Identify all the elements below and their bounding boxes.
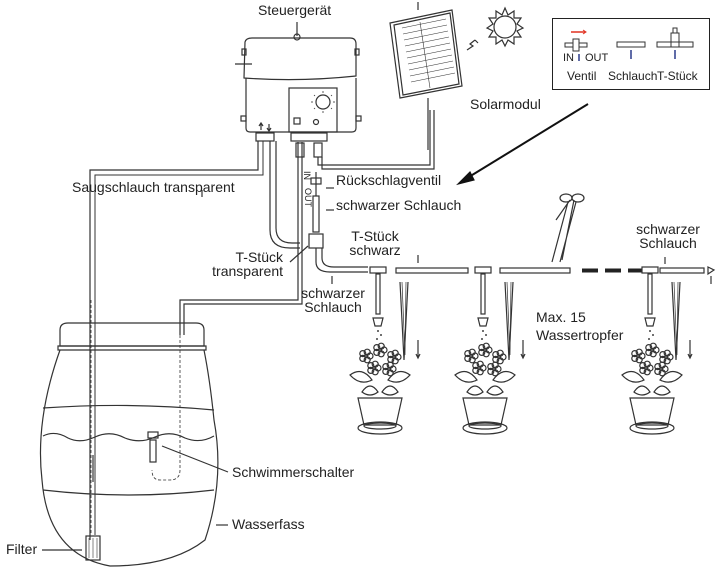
legend-t-piece: T-Stück xyxy=(657,69,698,83)
label-solar-panel: Solarmodul xyxy=(470,96,541,112)
main-hose-line xyxy=(395,266,716,284)
potted-plant xyxy=(454,342,516,435)
label-t-piece-black-2: schwarz xyxy=(349,242,401,258)
legend-box: IN OUT Ventil Schlauch T-Stück xyxy=(552,18,710,90)
label-black-hose-top: schwarzer Schlauch xyxy=(336,197,462,213)
label-black-hose-left-1: schwarzer xyxy=(301,285,365,301)
label-black-hose-left-2: Schlauch xyxy=(304,299,362,315)
solar-panel xyxy=(389,2,463,150)
label-filter: Filter xyxy=(6,541,38,557)
check-valve-assembly xyxy=(289,172,368,273)
label-t-piece-transparent-1: T-Stück xyxy=(235,249,283,265)
label-black-hose-right-2: Schlauch xyxy=(639,235,697,251)
scissors-icon xyxy=(551,193,585,263)
controller-unit xyxy=(235,22,362,142)
drip-stations xyxy=(369,266,693,361)
valve-icon xyxy=(564,38,588,52)
drip-station xyxy=(474,266,526,361)
label-float-switch: Schwimmerschalter xyxy=(232,464,355,480)
label-barrel: Wasserfass xyxy=(232,516,305,532)
drip-station xyxy=(369,266,421,361)
drip-station xyxy=(641,266,693,361)
plants xyxy=(349,342,683,435)
label-t-piece-transparent-2: transparent xyxy=(212,263,283,279)
label-valve-out: OUT xyxy=(303,188,313,207)
sun-icon xyxy=(466,6,525,51)
legend-in: IN xyxy=(563,52,574,64)
label-t-piece-black-1: T-Stück xyxy=(351,228,399,244)
legend-out: OUT xyxy=(585,52,609,64)
potted-plant xyxy=(621,342,683,435)
potted-plant xyxy=(349,342,411,435)
label-check-valve: Rückschlagventil xyxy=(336,172,442,188)
legend-valve: Ventil xyxy=(567,69,597,83)
label-black-hose-right-1: schwarzer xyxy=(636,221,700,237)
pointer-arrow xyxy=(463,103,589,181)
label-drippers-2: Wassertropfer xyxy=(536,327,624,343)
label-drippers-1: Max. 15 xyxy=(536,309,586,325)
water-barrel xyxy=(39,300,229,567)
label-suction-hose: Saugschlauch transparent xyxy=(72,179,235,195)
legend-icons xyxy=(564,27,694,61)
legend-hose: Schlauch xyxy=(608,69,658,83)
label-valve-in: IN xyxy=(302,171,312,180)
t-piece-icon xyxy=(656,27,694,48)
label-controller: Steuergerät xyxy=(258,2,332,18)
hose-icon xyxy=(616,41,646,48)
